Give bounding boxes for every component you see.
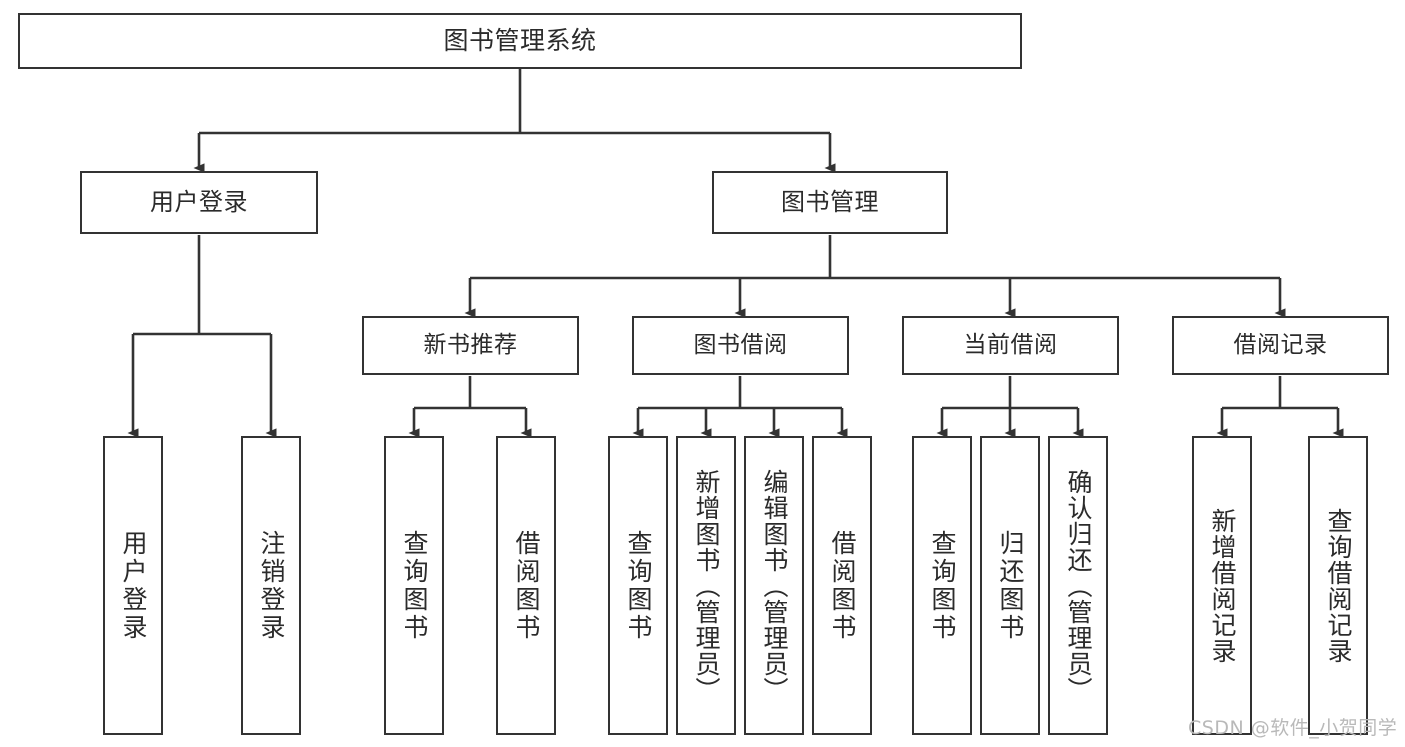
node-label: 当前借阅 bbox=[963, 331, 1058, 358]
leaf-borrow-book-recommend[interactable]: 借阅图书 bbox=[496, 436, 556, 735]
leaf-borrow-book[interactable]: 借阅图书 bbox=[812, 436, 872, 735]
node-label: 借阅图书 bbox=[512, 529, 541, 642]
node-label: 查询图书 bbox=[400, 529, 429, 642]
node-book-manage[interactable]: 图书管理 bbox=[712, 171, 948, 234]
node-label: 查询图书 bbox=[624, 529, 653, 642]
node-book-borrow[interactable]: 图书借阅 bbox=[632, 316, 849, 375]
leaf-confirm-return[interactable]: 确认归还（管理员） bbox=[1048, 436, 1108, 735]
csdn-watermark: CSDN @软件_小贺同学 bbox=[1188, 717, 1398, 739]
node-label: 图书管理 bbox=[781, 188, 879, 217]
leaf-query-borrow-record[interactable]: 查询借阅记录 bbox=[1308, 436, 1368, 735]
leaf-add-book[interactable]: 新增图书（管理员） bbox=[676, 436, 736, 735]
node-label: 查询图书 bbox=[928, 529, 957, 642]
node-label: 用户登录 bbox=[119, 529, 148, 642]
leaf-query-book-recommend[interactable]: 查询图书 bbox=[384, 436, 444, 735]
node-label: 确认归还（管理员） bbox=[1064, 468, 1093, 703]
node-label: 新增借阅记录 bbox=[1208, 507, 1237, 664]
node-new-book-recommend[interactable]: 新书推荐 bbox=[362, 316, 579, 375]
node-label: 查询借阅记录 bbox=[1324, 507, 1353, 664]
leaf-query-book-borrow[interactable]: 查询图书 bbox=[608, 436, 668, 735]
node-label: 图书管理系统 bbox=[443, 26, 597, 56]
leaf-user-login[interactable]: 用户登录 bbox=[103, 436, 163, 735]
node-label: 新书推荐 bbox=[423, 331, 518, 358]
leaf-query-book-current[interactable]: 查询图书 bbox=[912, 436, 972, 735]
node-current-borrow[interactable]: 当前借阅 bbox=[902, 316, 1119, 375]
node-borrow-record[interactable]: 借阅记录 bbox=[1172, 316, 1389, 375]
node-label: 新增图书（管理员） bbox=[692, 468, 721, 703]
node-root-system[interactable]: 图书管理系统 bbox=[18, 13, 1022, 69]
node-label: 编辑图书（管理员） bbox=[760, 468, 789, 703]
leaf-return-book[interactable]: 归还图书 bbox=[980, 436, 1040, 735]
leaf-edit-book[interactable]: 编辑图书（管理员） bbox=[744, 436, 804, 735]
node-label: 归还图书 bbox=[996, 529, 1025, 642]
node-label: 注销登录 bbox=[257, 529, 286, 642]
leaf-user-logout[interactable]: 注销登录 bbox=[241, 436, 301, 735]
leaf-add-borrow-record[interactable]: 新增借阅记录 bbox=[1192, 436, 1252, 735]
node-user-login[interactable]: 用户登录 bbox=[80, 171, 318, 234]
node-label: 用户登录 bbox=[150, 188, 248, 217]
node-label: 图书借阅 bbox=[693, 331, 788, 358]
node-label: 借阅图书 bbox=[828, 529, 857, 642]
node-label: 借阅记录 bbox=[1233, 331, 1328, 358]
